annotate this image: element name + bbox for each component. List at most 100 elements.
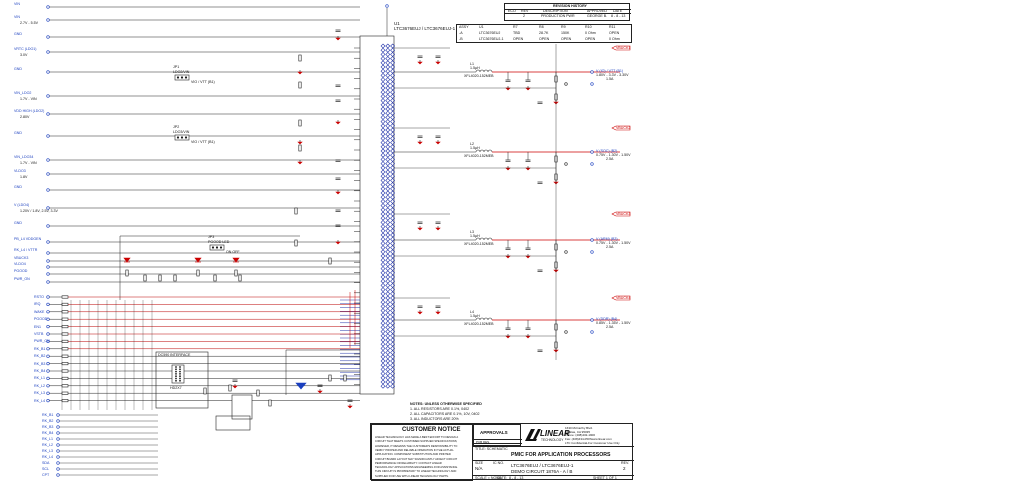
left-net-label-3: VRTC (LDO1) <box>14 46 37 51</box>
ctrl-net-4: EN1 <box>34 324 41 329</box>
jumper-ref-1: JP2 <box>173 125 180 129</box>
inductor-L1 <box>475 69 493 73</box>
inductor-val-1: 1.5µH <box>470 146 480 150</box>
ctrl-net-11: RK_L1 <box>34 376 45 381</box>
customer-notice-line: LINEAR TECHNOLOGY HAS MADE A BEST EFFORT… <box>375 436 459 439</box>
revision-col-desc: DESCRIPTION <box>543 9 568 13</box>
assy-col-2: R7 <box>513 25 518 29</box>
bottom-net-0: RK_B1 <box>42 413 54 417</box>
terminal-icon <box>46 50 50 54</box>
ctrl-resistor-7 <box>61 347 69 351</box>
test-point-icon <box>564 250 568 254</box>
inductor-L3 <box>475 237 493 241</box>
terminal-icon <box>46 347 50 351</box>
assy-cell: 150K <box>561 31 570 35</box>
revision-col-approved: APPROVED <box>587 9 607 13</box>
customer-notice-line: APPLICATION. COMPONENT SUBSTITUTION AND … <box>375 453 451 457</box>
revision-date: 8 - 8 - 13 <box>611 14 626 18</box>
ic-no-label: IC NO. <box>493 461 504 465</box>
company-address-line: Milpitas, CA 95035 <box>565 429 591 434</box>
note-3: 3. ALL INDUCTORS ARE 20% <box>410 417 459 421</box>
assy-cell: OPEN <box>585 37 596 41</box>
assy-cell: -A <box>459 31 463 35</box>
inductor-part-1: XFL4020-152MEB <box>464 154 494 158</box>
ctrl-net-1: IRQ <box>34 302 41 307</box>
date-value: 8 - 8 - 13 <box>509 476 524 480</box>
company-sub: TECHNOLOGY <box>541 438 564 442</box>
revision-title: REVISION HISTORY <box>553 4 587 8</box>
ctrl-net-13: RK_L3 <box>34 391 45 396</box>
customer-notice-line: VERIFY PROPER AND RELIABLE OPERATION IN … <box>375 448 454 452</box>
customer-notice-line: TECHNOLOGY APPLICATIONS ENGINEERING FOR … <box>375 466 458 470</box>
inductor-ref-0: L1 <box>470 62 474 66</box>
ground-icon <box>505 87 511 91</box>
ctrl-resistor-9 <box>61 362 69 366</box>
ground-icon <box>505 255 511 259</box>
terminal-icon <box>46 376 50 381</box>
test-point-icon <box>590 82 594 86</box>
bottom-net-9: SCL <box>42 467 49 471</box>
resistor-10 <box>294 207 298 215</box>
linear-logo-icon <box>525 429 541 441</box>
left-net-label-18: PWR_ON <box>14 276 30 281</box>
assy-cell: 28.7K <box>539 31 549 35</box>
pullup-resistor-1 <box>158 274 162 282</box>
terminal-icon <box>46 158 50 162</box>
left-net-sub-9: 1.8V <box>20 175 28 179</box>
company-address-line: Fax: (408)434-0507 <box>565 436 592 441</box>
revision-approved: GEORGE B. <box>587 14 608 18</box>
ground-icon <box>335 37 341 41</box>
ctrl-net-9: RK_B3 <box>34 361 46 366</box>
terminal-icon <box>590 70 594 74</box>
test-point-icon <box>590 162 594 166</box>
ctrl-net-3: PGOOD <box>34 317 48 322</box>
left-net-sub-3: 3.0V <box>20 53 28 57</box>
assy-cell: LTC3676EUJ-1 <box>479 37 504 41</box>
assy-cell: 0 Ohm <box>609 37 620 41</box>
inductor-L4 <box>475 317 493 321</box>
ctrl-resistor-0 <box>61 295 69 299</box>
ctrl-resistor-5 <box>61 332 69 336</box>
terminal-icon <box>56 425 60 429</box>
eeprom-resistor-3 <box>268 399 272 407</box>
left-net-label-15: VBUCK3 <box>14 255 29 260</box>
net-flag-2 <box>611 211 631 217</box>
assy-col-0: ASSY <box>459 25 469 29</box>
ctrl-resistor-4 <box>61 325 69 329</box>
diode-icon <box>295 382 307 390</box>
terminal-icon <box>46 391 50 395</box>
terminal-icon <box>56 449 60 453</box>
ground-icon <box>505 167 511 171</box>
left-net-label-6: VDD HIGH (LDO2) <box>14 108 45 113</box>
ic-pad <box>380 383 386 389</box>
note-2: 2. ALL CAPACITORS ARE 0.1%, 10V, 0402 <box>410 412 480 416</box>
test-point-icon <box>564 330 568 334</box>
bottom-resistor-0 <box>328 374 332 382</box>
assy-cell: OPEN <box>561 37 572 41</box>
test-point-icon <box>564 162 568 166</box>
resistor-3 <box>298 144 302 152</box>
ground-icon <box>232 385 238 389</box>
inductor-L2 <box>475 149 493 153</box>
ground-icon <box>417 227 423 231</box>
terminal-icon <box>46 265 50 269</box>
jumper-ref-2: JP3 <box>208 235 215 239</box>
assy-cell: 0 Ohm <box>585 31 596 35</box>
revision-col-date: DATE <box>613 9 623 13</box>
ground-icon <box>435 227 441 231</box>
led-icon <box>194 257 202 263</box>
output-net-1: VBUCK2 <box>616 126 631 130</box>
inductor-val-3: 1.5µH <box>470 314 480 318</box>
ctrl-net-10: RK_B4 <box>34 369 46 373</box>
left-net-sub-1: 2.7V - 5.5V <box>20 21 38 25</box>
approvals: APPROVALS PCB DES. APP ENG. <box>473 424 522 448</box>
terminal-icon <box>46 188 50 192</box>
left-net-label-0: VIN <box>14 1 20 6</box>
led-resistor-2 <box>234 269 238 277</box>
ground-icon <box>525 87 531 91</box>
jumper-opt-1: VIO / VTT (B1) <box>191 140 215 144</box>
resistor-12 <box>328 257 332 265</box>
customer-notice: CUSTOMER NOTICE LINEAR TECHNOLOGY HAS MA… <box>371 424 473 481</box>
